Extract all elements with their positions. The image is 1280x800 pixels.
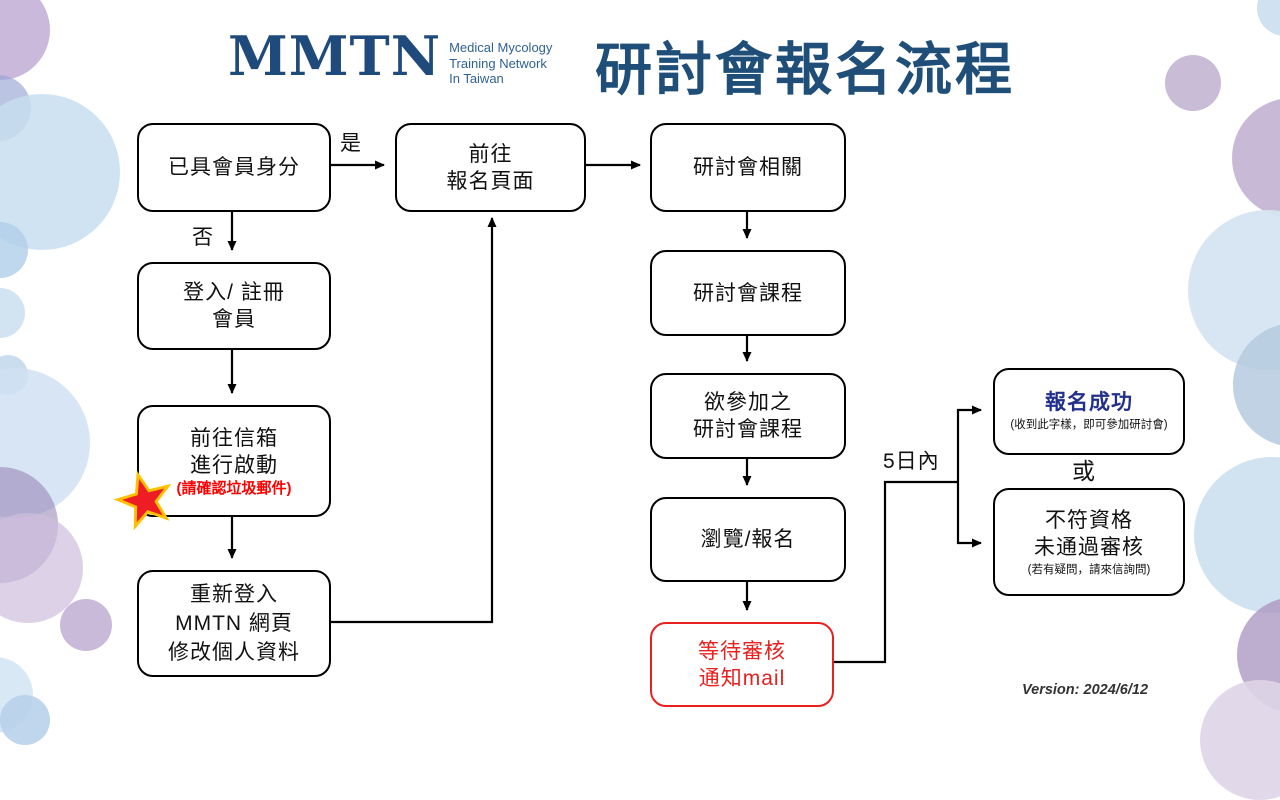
node-seminar-related: 研討會相關: [650, 123, 846, 212]
logo-subtitle-line: Training Network: [449, 55, 547, 71]
page-title: 研討會報名流程: [595, 38, 1015, 102]
mmtn-logo: MMTN Medical Mycology Training Network I…: [228, 28, 552, 87]
node-text: 登入/ 註冊: [183, 281, 285, 304]
node-text: 研討會課程: [693, 418, 803, 441]
node-text: 研討會課程: [693, 281, 803, 305]
node-member-status: 已具會員身分: [137, 123, 331, 212]
node-text: 報名頁面: [446, 169, 535, 193]
edge-branch-to-success: [956, 405, 982, 482]
node-login-register: 登入/ 註冊 會員: [137, 262, 331, 350]
node-text: 未通過審核: [1034, 535, 1144, 559]
logo-subtitle-line: Medical Mycology: [449, 40, 553, 55]
edge-label-or: 或: [1072, 458, 1096, 484]
spam-warning-note: (請確認垃圾郵件): [176, 479, 292, 497]
node-activate-mailbox: 前往信箱 進行啟動 (請確認垃圾郵件): [137, 405, 331, 517]
node-text: 欲參加之: [704, 391, 792, 414]
version-label: Version: 2024/6/12: [1022, 682, 1149, 698]
success-title: 報名成功: [1045, 391, 1133, 414]
node-text: 前往: [468, 142, 513, 166]
node-wait-review: 等待審核 通知mail: [650, 622, 834, 707]
node-desired-courses: 欲參加之 研討會課程: [650, 373, 846, 459]
node-goto-registration: 前往 報名頁面: [395, 123, 586, 212]
node-text: 前往信箱: [190, 426, 278, 450]
node-review-rejected: 不符資格 未通過審核 (若有疑問，請來信詢問): [993, 488, 1185, 596]
node-text: 會員: [212, 308, 256, 331]
rejected-note: (若有疑問，請來信詢問): [1027, 563, 1151, 576]
node-text: 重新登入: [190, 583, 278, 606]
node-text: 修改個人資料: [168, 641, 300, 664]
edge-branch-to-rejected: [956, 482, 982, 548]
node-text: 通知mail: [698, 666, 786, 690]
edge-label-no: 否: [192, 226, 214, 249]
edge-label-within-days: 5日內: [883, 450, 940, 473]
star-icon: [113, 470, 172, 531]
mmtn-wordmark: MMTN: [228, 24, 442, 88]
background-circle: [60, 599, 112, 651]
background-circle: [0, 94, 120, 250]
node-text: MMTN 網頁: [175, 612, 293, 635]
background-circle: [1165, 55, 1221, 111]
node-text: 等待審核: [698, 639, 786, 663]
success-note: (收到此字樣，即可參加研討會): [1010, 419, 1168, 431]
node-register-success: 報名成功 (收到此字樣，即可參加研討會): [993, 368, 1185, 455]
logo-subtitle-line: In Taiwan: [449, 71, 504, 86]
node-browse-register: 瀏覽/報名: [650, 497, 846, 582]
node-text: 瀏覽/報名: [700, 528, 796, 551]
mmtn-logo-subtitle: Medical Mycology Training Network In Tai…: [449, 40, 552, 87]
node-text: 已具會員身分: [168, 156, 300, 179]
node-relogin-update: 重新登入 MMTN 網頁 修改個人資料: [137, 570, 331, 677]
edge-label-yes: 是: [340, 132, 362, 155]
edge-relogin-to-registration: [327, 217, 497, 624]
node-seminar-courses: 研討會課程: [650, 250, 846, 336]
edge-wait-to-branch: [830, 480, 958, 664]
node-text: 進行啟動: [190, 453, 278, 477]
flow-connectors: [227, 160, 982, 664]
node-text: 研討會相關: [693, 156, 803, 179]
node-text: 不符資格: [1045, 508, 1133, 532]
